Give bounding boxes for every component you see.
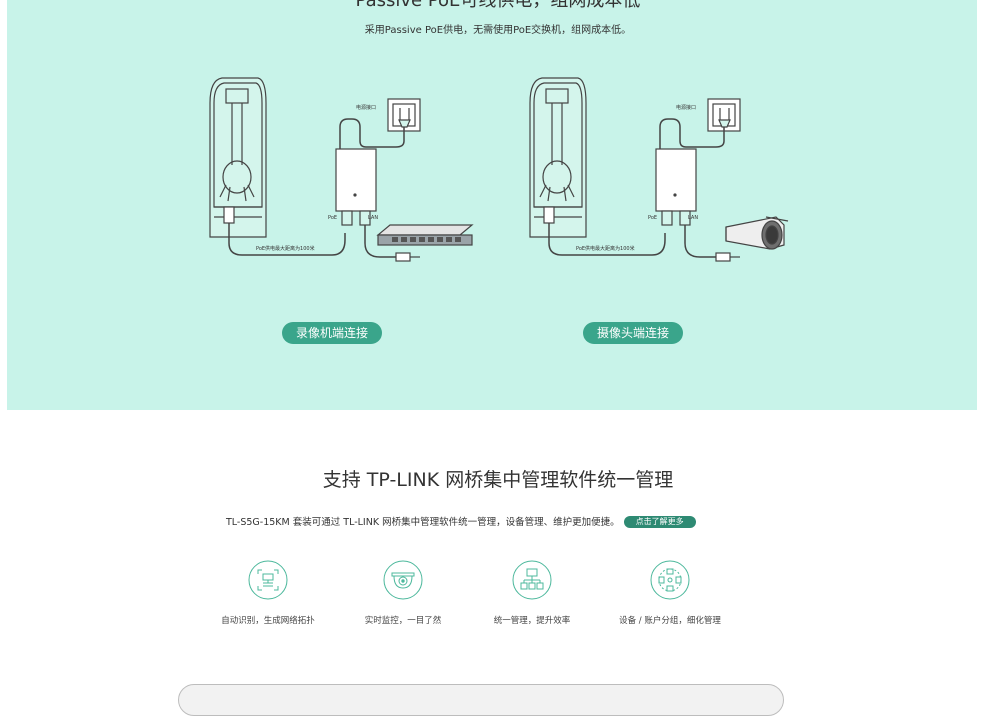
camera-side-diagram: 电源接口 PoE LAN PoE供电最大距离为100米 <box>529 77 789 262</box>
camera-illustration <box>725 216 789 250</box>
management-section-title: 支持 TP-LINK 网桥集中管理软件统一管理 <box>322 469 674 491</box>
switch-illustration <box>376 224 474 246</box>
feature-grouping-label: 设备 / 账户分组，细化管理 <box>619 616 721 626</box>
lan-port-label: LAN <box>368 215 378 221</box>
poe-injector-illustration <box>335 148 377 226</box>
power-port-label: 电源接口 <box>356 104 376 111</box>
poe-port-label: PoE <box>328 215 337 221</box>
feature-monitor-label: 实时监控，一目了然 <box>364 616 442 626</box>
bottom-card-top-edge <box>178 684 784 716</box>
feature-unified: 统一管理，提升效率 <box>457 560 607 626</box>
feature-grouping: 设备 / 账户分组，细化管理 <box>595 560 745 626</box>
poe-section-title: Passive PoE可线供电，组网成本低 <box>355 0 641 11</box>
camera-monitor-icon <box>383 560 423 600</box>
cpe-device-illustration <box>529 77 587 238</box>
wall-outlet-illustration <box>387 98 421 132</box>
device-group-icon <box>650 560 690 600</box>
cable-distance-note: PoE供电最大距离为100米 <box>256 245 315 252</box>
management-description-text: TL-S5G-15KM 套装可通过 TL-LINK 网桥集中管理软件统一管理，设… <box>226 517 620 528</box>
poe-port-label: PoE <box>648 215 657 221</box>
poe-injector-illustration <box>655 148 697 226</box>
cpe-device-illustration <box>209 77 267 238</box>
learn-more-button[interactable]: 点击了解更多 <box>623 516 696 528</box>
power-port-label: 电源接口 <box>676 104 696 111</box>
network-tree-icon <box>512 560 552 600</box>
poe-section-background <box>7 0 977 410</box>
recorder-side-connection-button[interactable]: 录像机端连接 <box>282 322 382 344</box>
feature-monitor: 实时监控，一目了然 <box>328 560 478 626</box>
feature-topology: 自动识别，生成网络拓扑 <box>193 560 343 626</box>
poe-section-subtitle: 采用Passive PoE供电，无需使用PoE交换机，组网成本低。 <box>364 25 632 36</box>
feature-topology-label: 自动识别，生成网络拓扑 <box>221 616 315 626</box>
camera-side-connection-button[interactable]: 摄像头端连接 <box>583 322 683 344</box>
feature-unified-label: 统一管理，提升效率 <box>493 616 571 626</box>
wall-outlet-illustration <box>707 98 741 132</box>
recorder-side-diagram: 电源接口 PoE LAN PoE供电最大距离为100米 <box>209 77 474 262</box>
lan-port-label: LAN <box>688 215 698 221</box>
cable-distance-note: PoE供电最大距离为100米 <box>576 245 635 252</box>
management-section-description: TL-S5G-15KM 套装可通过 TL-LINK 网桥集中管理软件统一管理，设… <box>226 514 696 528</box>
topology-scan-icon <box>248 560 288 600</box>
